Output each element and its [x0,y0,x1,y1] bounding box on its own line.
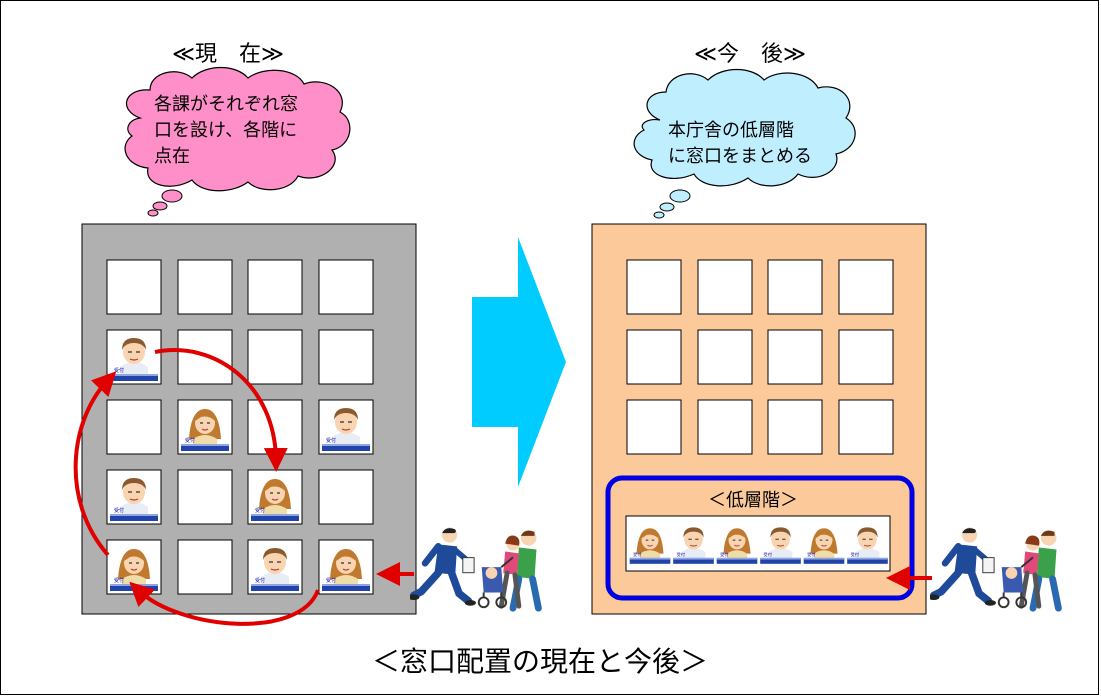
clerk-woman-icon [715,520,759,567]
clerk-man-icon [845,520,890,567]
building-window [177,469,233,525]
visitor-man-icon [408,527,476,605]
diagram-caption: ＜窓口配置の現在と今後＞ [372,645,709,678]
low-floor-highlight [605,475,915,601]
building-window [626,259,682,315]
building-window [318,259,374,315]
current-thought-bubble [124,67,351,217]
clerk-man-icon [758,520,803,567]
visitor-man-icon [928,527,996,605]
transition-arrow [472,237,566,487]
clerk-woman-icon [249,471,301,523]
building-window [106,399,162,455]
clerk-woman-icon [179,401,231,453]
low-floor-label: ＜低層階＞ [708,490,798,511]
clerk-man-icon [249,541,301,593]
clerk-woman-icon [108,541,160,593]
clerk-man-icon [108,471,160,523]
clerk-man-icon [320,401,372,453]
future-thought-bubble [633,69,856,219]
building-window [838,259,894,315]
current-bubble-text: 各課がそれぞれ窓 口を設け、各階に 点在 [154,94,298,167]
future-bubble-text: 本庁舎の低層階 に窓口をまとめる [668,120,812,167]
clerk-woman-icon [320,541,372,593]
clerk-man-icon [108,331,160,383]
building-window [838,329,894,385]
visitor-family-icon [999,530,1059,608]
building-window [247,329,303,385]
current-route-arrows [73,348,414,626]
building-window [106,259,162,315]
building-window [626,329,682,385]
building-window [767,329,823,385]
building-window [626,399,682,455]
building-window [767,399,823,455]
clerk-woman-icon [802,520,846,567]
clerk-man-icon [671,520,716,567]
building-window [177,259,233,315]
building-window [697,329,753,385]
current-building-windows [106,259,374,595]
clerk-woman-icon [628,520,672,567]
building-window [177,539,233,595]
building-window [697,259,753,315]
future-building-windows [626,259,894,455]
visitor-family-icon [479,530,539,608]
current-heading: ≪現 在≫ [172,42,285,67]
building-window [318,469,374,525]
low-floor-counter-clerks [628,520,890,567]
building-window [767,259,823,315]
building-window [838,399,894,455]
building-window [318,329,374,385]
building-window [247,259,303,315]
future-heading: ≪今 後≫ [694,42,807,67]
building-window [697,399,753,455]
